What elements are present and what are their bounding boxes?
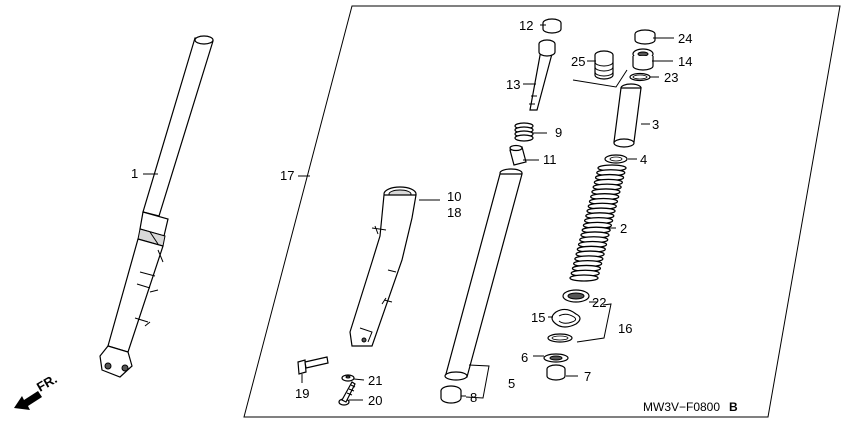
callout-24: 24	[678, 31, 692, 46]
o-ring-23[interactable]	[629, 72, 651, 82]
fork-bolt-14[interactable]	[632, 48, 654, 71]
callout-15: 15	[531, 310, 545, 325]
callout-22: 22	[592, 295, 606, 310]
callout-labels: 1 2 3 4 5 6 7 8 9 10 11 12 13 14 15 16 1…	[131, 18, 692, 408]
group-bracket-16	[576, 303, 612, 343]
spring-coil	[569, 274, 599, 282]
seal-7[interactable]	[546, 364, 566, 381]
washer-21[interactable]	[341, 374, 355, 382]
fork-slider[interactable]	[349, 186, 417, 347]
callout-20: 20	[368, 393, 382, 408]
callout-5: 5	[508, 376, 515, 391]
collar-11[interactable]	[509, 144, 527, 166]
bolt-20[interactable]	[338, 381, 356, 406]
callout-11: 11	[543, 152, 557, 167]
spring-seat-4[interactable]	[604, 154, 628, 164]
bolt-19[interactable]	[297, 356, 329, 375]
rebound-spring-9[interactable]	[514, 122, 534, 142]
group-bracket-top	[572, 69, 628, 88]
front-direction-indicator: FR.	[14, 371, 60, 410]
callout-7: 7	[584, 369, 591, 384]
front-fork-assembly[interactable]	[99, 35, 214, 378]
callout-19: 19	[295, 386, 309, 401]
callout-2: 2	[620, 221, 627, 236]
callout-10: 10	[447, 189, 461, 204]
spacer-3[interactable]	[613, 83, 642, 148]
callout-18: 18	[447, 205, 461, 220]
diagram-code-suffix: B	[729, 400, 738, 414]
fork-spring-2[interactable]	[569, 164, 627, 282]
callout-1: 1	[131, 166, 138, 181]
callout-12: 12	[519, 18, 533, 33]
stop-ring-15[interactable]	[551, 308, 581, 328]
callout-6: 6	[521, 350, 528, 365]
piece-8[interactable]	[440, 385, 462, 404]
callout-8: 8	[470, 390, 477, 405]
diagram-code: MW3V−F0800	[643, 400, 720, 414]
callout-3: 3	[652, 117, 659, 132]
callout-9: 9	[555, 125, 562, 140]
callout-21: 21	[368, 373, 382, 388]
seal-12[interactable]	[542, 18, 562, 34]
callout-13: 13	[506, 77, 520, 92]
ring-16[interactable]	[547, 333, 573, 343]
exploded-view-frame	[243, 5, 841, 418]
front-arrow-icon	[14, 391, 42, 410]
callout-14: 14	[678, 54, 692, 69]
fork-pipe[interactable]	[444, 168, 523, 381]
seal-22[interactable]	[562, 289, 590, 303]
front-label: FR.	[34, 371, 60, 394]
cap-24[interactable]	[634, 29, 656, 45]
leader-lines	[143, 24, 674, 401]
fork-bolt-25[interactable]	[594, 50, 614, 80]
callout-25: 25	[571, 54, 585, 69]
callout-4: 4	[640, 152, 647, 167]
callout-16: 16	[618, 321, 632, 336]
damper-rod-13[interactable]	[529, 39, 556, 111]
callout-17: 17	[280, 168, 294, 183]
washer-6[interactable]	[543, 353, 569, 363]
callout-23: 23	[664, 70, 678, 85]
